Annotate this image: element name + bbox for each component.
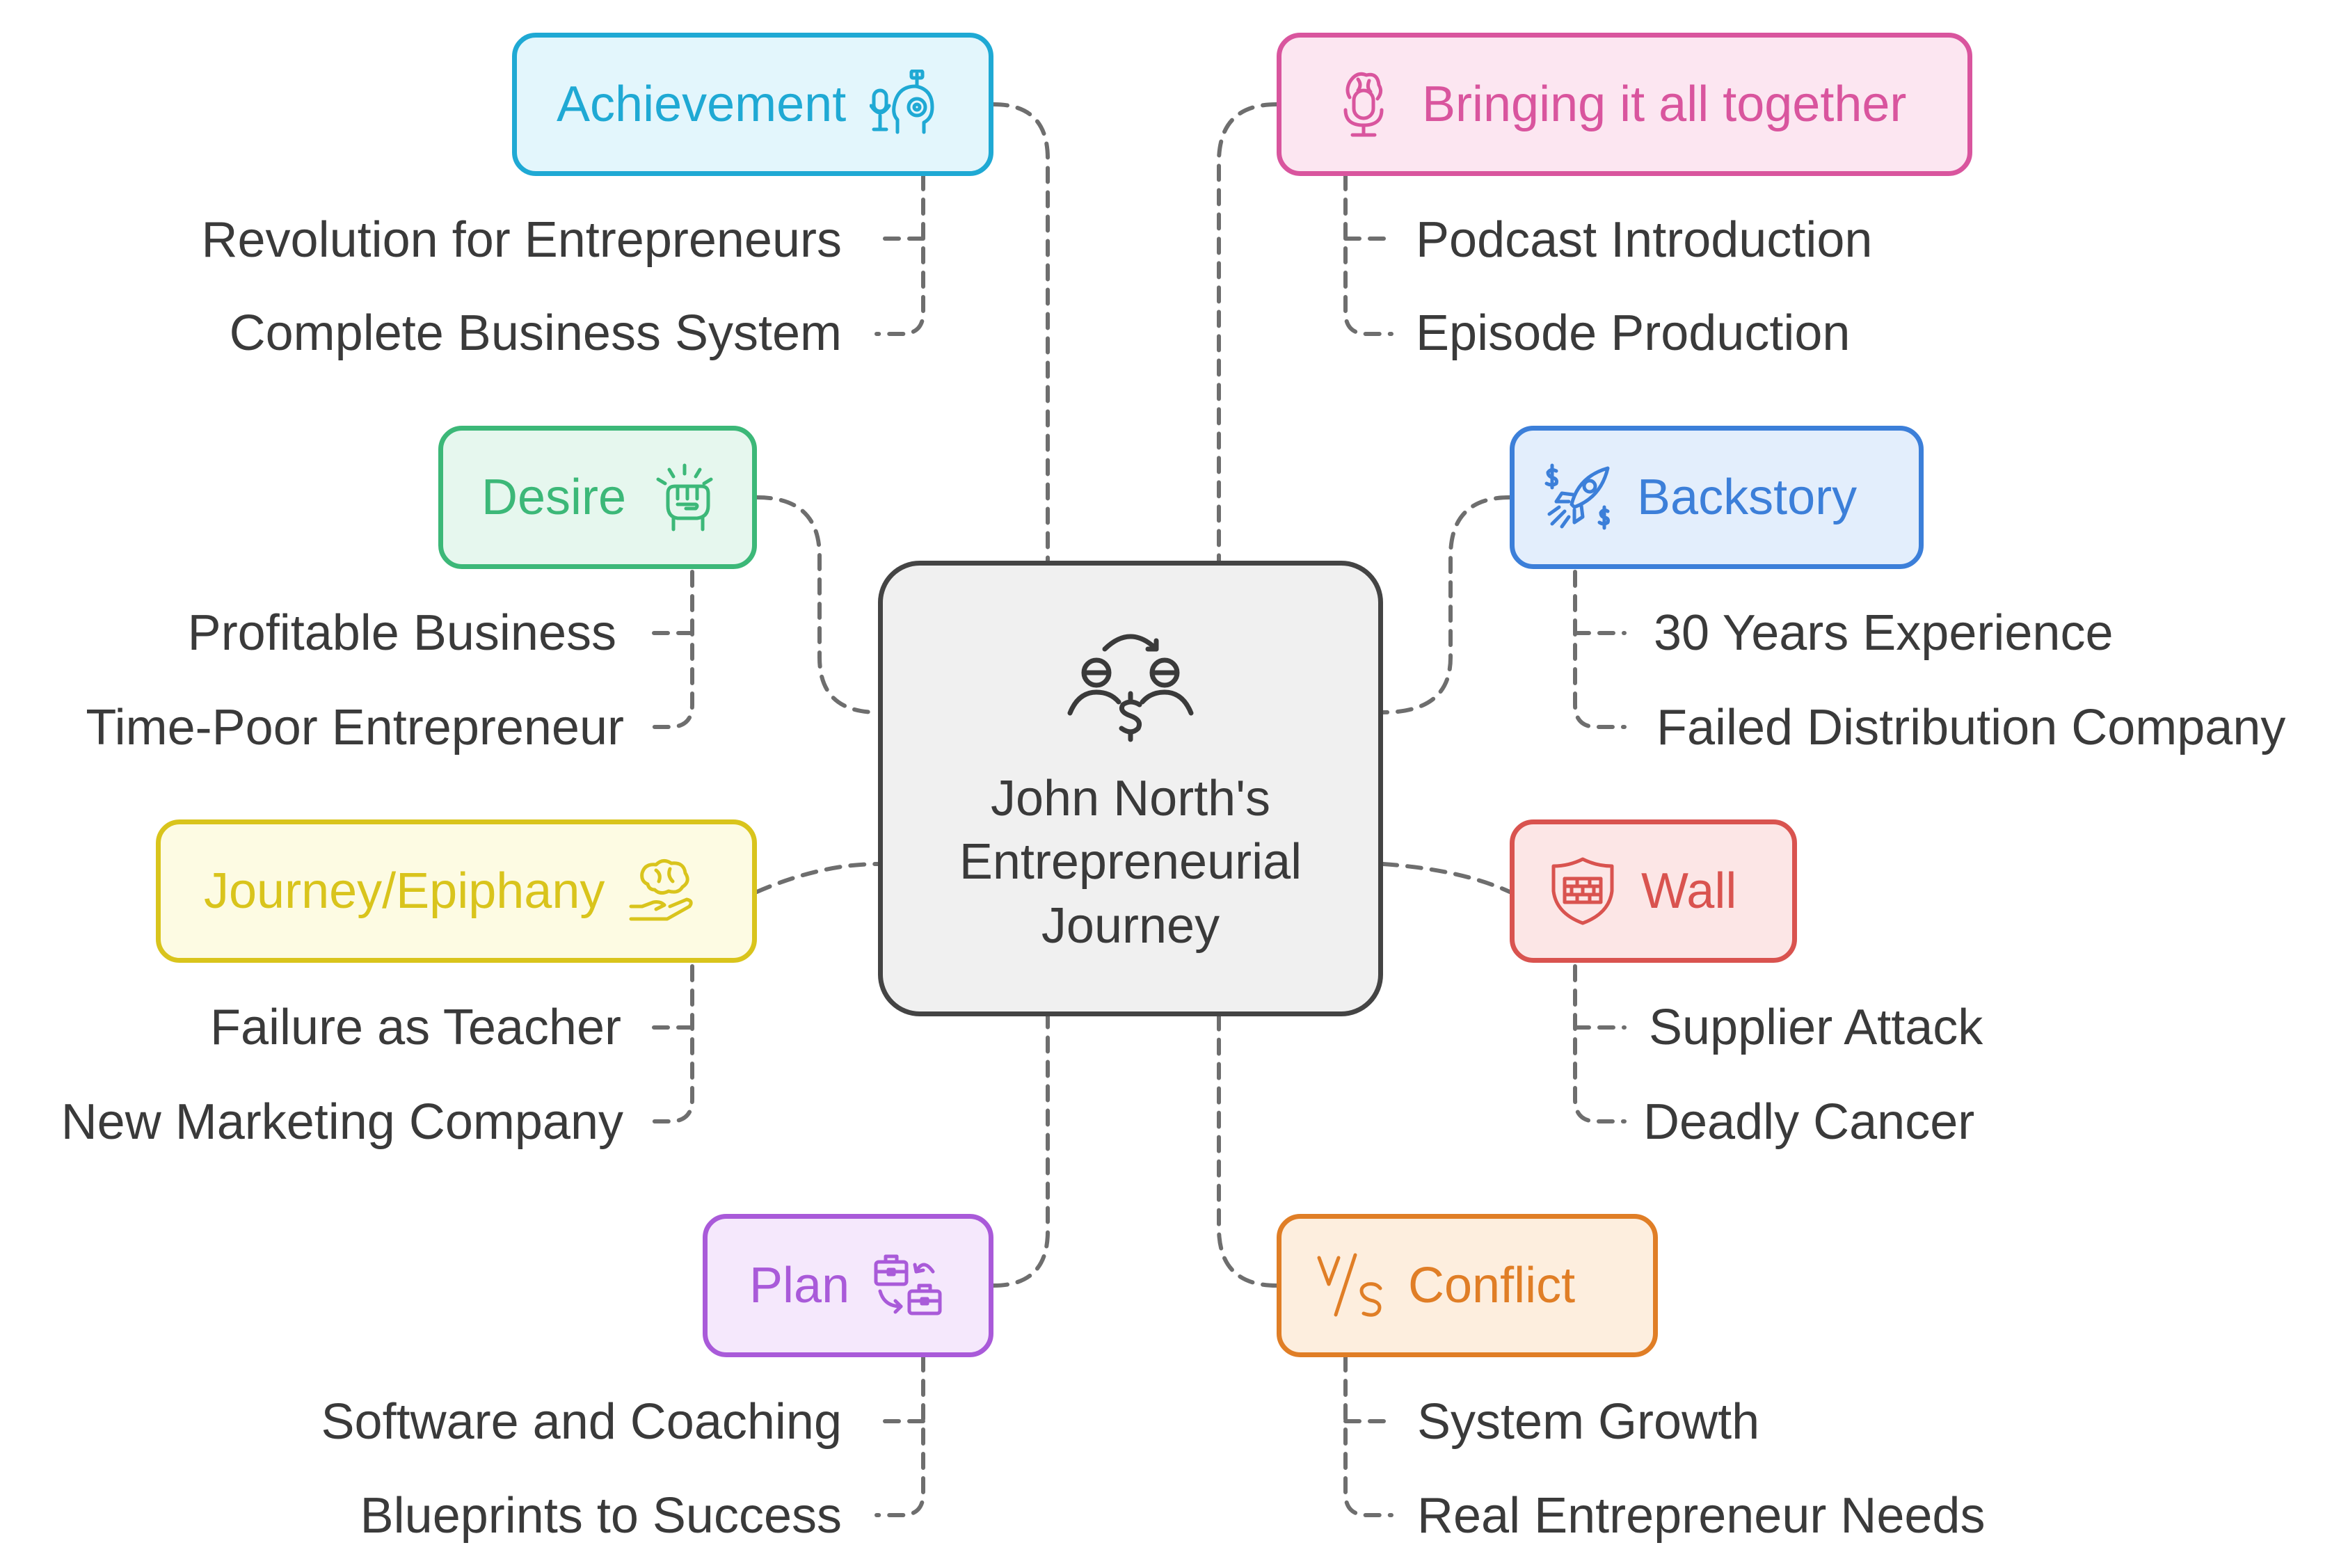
shield-wall-icon: [1548, 856, 1618, 926]
branch-backstory[interactable]: Backstory: [1510, 426, 1924, 569]
leaf-failure-teacher: Failure as Teacher: [210, 1000, 621, 1055]
leaf-time-poor: Time-Poor Entrepreneur: [86, 700, 624, 755]
leaf-system-growth: System Growth: [1417, 1394, 1760, 1450]
branch-label: Achievement: [557, 77, 847, 132]
branch-label: Conflict: [1408, 1258, 1576, 1313]
mic-head-target-icon: [870, 70, 939, 139]
center-node: John North's Entrepreneurial Journey: [878, 561, 1383, 1016]
branch-wall[interactable]: Wall: [1510, 819, 1797, 963]
branch-desire[interactable]: Desire: [438, 426, 757, 569]
leaf-blueprints: Blueprints to Success: [360, 1488, 842, 1544]
branch-journey[interactable]: Journey/Epiphany: [156, 819, 757, 963]
center-title: John North's Entrepreneurial Journey: [959, 771, 1302, 954]
microphone-brain-icon: [1329, 70, 1398, 139]
leaf-episode-production: Episode Production: [1416, 305, 1851, 361]
brain-in-hand-icon: [628, 856, 698, 926]
leaf-podcast-intro: Podcast Introduction: [1416, 212, 1873, 268]
branch-together[interactable]: Bringing it all together: [1277, 33, 1972, 176]
leaf-failed-distribution: Failed Distribution Company: [1656, 700, 2286, 755]
leaf-profitable-business: Profitable Business: [187, 605, 616, 661]
leaf-new-marketing: New Marketing Company: [61, 1094, 623, 1150]
branch-achievement[interactable]: Achievement: [512, 33, 993, 176]
branch-label: Plan: [749, 1258, 850, 1313]
branch-label: Bringing it all together: [1422, 77, 1907, 132]
leaf-deadly-cancer: Deadly Cancer: [1643, 1094, 1975, 1150]
leaf-software-coaching: Software and Coaching: [321, 1394, 842, 1450]
leaf-supplier-attack: Supplier Attack: [1649, 1000, 1983, 1055]
branch-label: Desire: [481, 470, 627, 525]
branch-plan[interactable]: Plan: [703, 1214, 993, 1357]
leaf-real-entrepreneur-needs: Real Entrepreneur Needs: [1417, 1488, 1986, 1544]
branch-conflict[interactable]: Conflict: [1277, 1214, 1658, 1357]
raised-fist-icon: [650, 463, 719, 532]
leaf-complete-business: Complete Business System: [229, 305, 842, 361]
rocket-money-icon: [1544, 463, 1613, 532]
leaf-revolution: Revolution for Entrepreneurs: [201, 212, 842, 268]
branch-label: Backstory: [1637, 470, 1858, 525]
leaf-30-years: 30 Years Experience: [1654, 605, 2114, 661]
versus-icon: [1315, 1251, 1384, 1320]
branch-label: Journey/Epiphany: [204, 863, 605, 919]
money-exchange-people-icon: [1067, 634, 1194, 742]
branch-label: Wall: [1641, 863, 1737, 919]
briefcase-swap-icon: [873, 1251, 943, 1320]
